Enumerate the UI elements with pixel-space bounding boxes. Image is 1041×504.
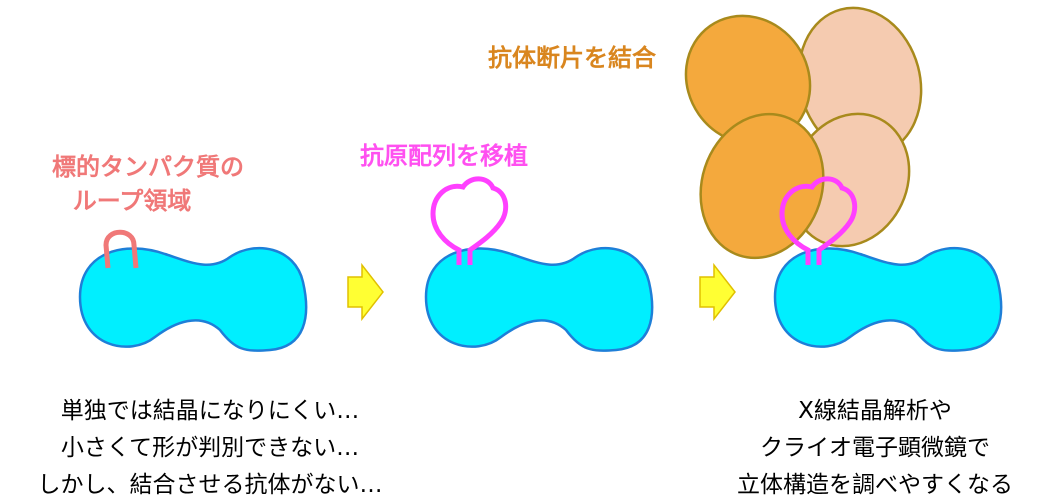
left-caption-line2: 小さくて形が判別できない… [60,435,360,461]
right-caption: X線結晶解析や クライオ電子顕微鏡で 立体構造を調べやすくなる [715,393,1035,504]
loop-region-label: 標的タンパク質の ループ領域 [52,150,244,218]
antibody-fragment [684,6,923,260]
arrow-2 [699,262,736,322]
loop-region-label-line1: 標的タンパク質の [52,153,244,181]
right-caption-line2: クライオ電子顕微鏡で [760,435,990,461]
antibody-label: 抗体断片を結合 [488,44,656,72]
protein-blob-1 [78,246,308,352]
graft-label: 抗原配列を移植 [360,142,528,170]
antibody-dark-lower [699,112,825,260]
left-caption: 単独では結晶になりにくい… 小さくて形が判別できない… しかし、結合させる抗体が… [20,393,400,504]
target-loop-red [103,229,139,269]
right-caption-line3: 立体構造を調べやすくなる [737,472,1013,498]
loop-region-label-line2: ループ領域 [72,187,192,215]
grafted-loop-pink [430,176,509,265]
bound-loop-pink [779,176,858,265]
right-caption-line1: X線結晶解析や [798,398,952,424]
left-caption-line1: 単独では結晶になりにくい… [60,398,360,424]
left-caption-line3: しかし、結合させる抗体がない… [37,472,383,498]
arrow-1 [347,262,384,322]
